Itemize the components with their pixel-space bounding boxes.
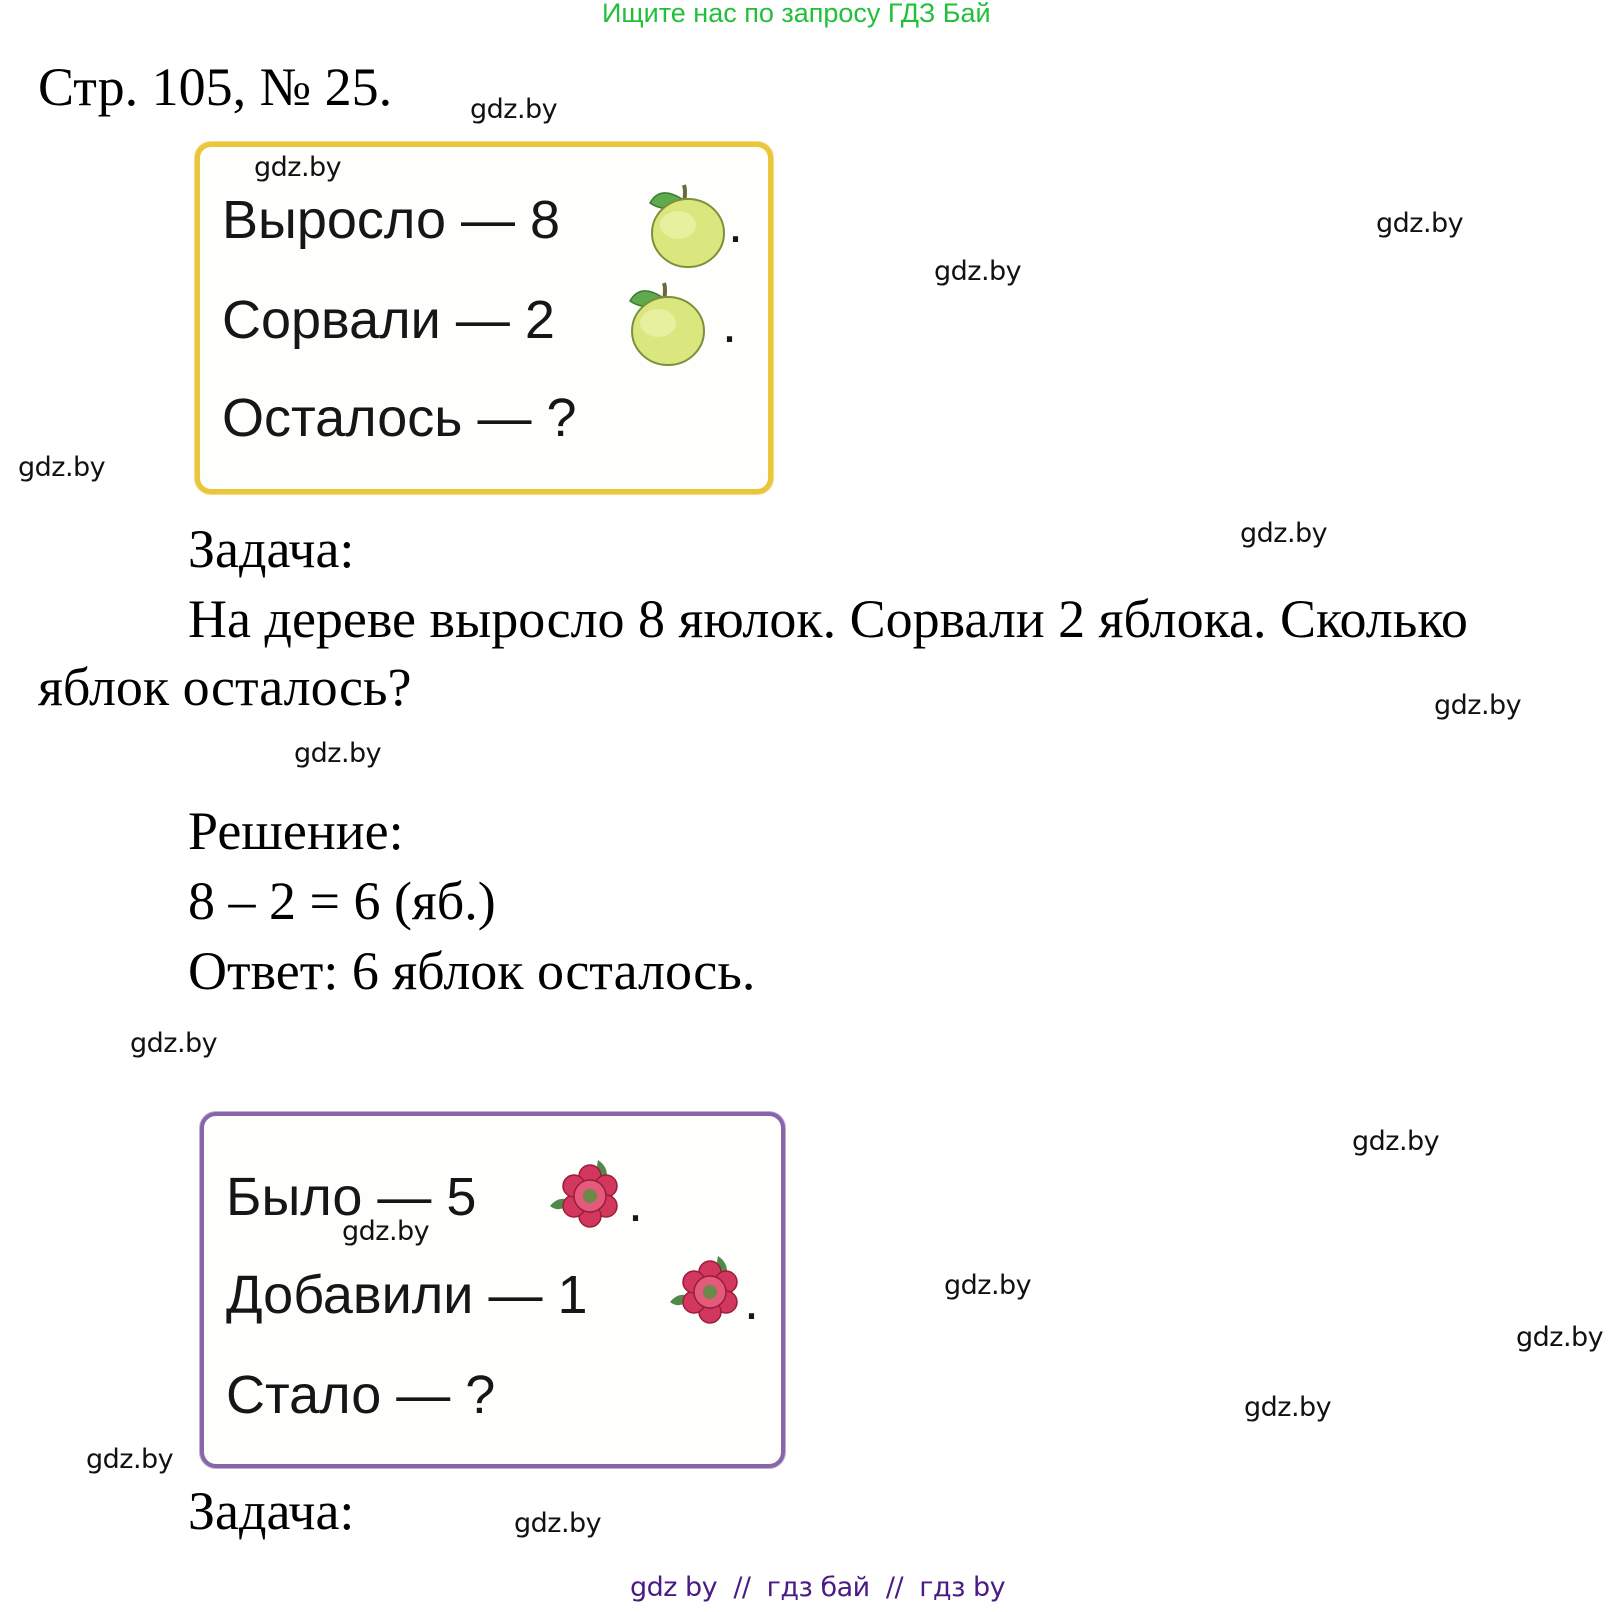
solution-label: Решение: [188,801,404,861]
task1-illustration-card: Выросло — 8 . Сорвали — 2 . Осталось — ? [195,142,773,494]
watermark: gdz.by [514,1508,602,1539]
card-line-became: Стало — ? [226,1365,496,1425]
watermark: gdz.by [1240,518,1328,549]
card-line-picked: Сорвали — 2 [222,290,555,350]
card-line-was: Было — 5 [226,1167,477,1227]
task-text: На дереве выросло 8 яюлок. Сорвали 2 ябл… [188,589,1468,649]
solution-expression: 8 – 2 = 6 (яб.) [188,871,496,931]
watermark: gdz.by [934,256,1022,287]
card-line-added: Добавили — 1 [226,1265,588,1325]
task-label: Задача: [188,1481,355,1541]
watermark: gdz.by [294,738,382,769]
flower-icon [670,1256,738,1324]
apple-icon [649,184,725,268]
watermark: gdz.by [470,94,558,125]
task-label: Задача: [188,519,355,579]
card-line-grew: Выросло — 8 [222,190,561,250]
watermark: gdz.by [1244,1392,1332,1423]
card-line-period: . [744,1271,760,1331]
page-title: Стр. 105, № 25. [38,57,393,117]
card-line-remaining: Осталось — ? [222,388,577,448]
watermark: gdz.by [1376,208,1464,239]
answer-text: Ответ: 6 яблок осталось. [188,941,756,1001]
watermark: gdz.by [130,1028,218,1059]
watermark: gdz.by [342,1216,430,1247]
task2-illustration-card: Было — 5 . Добавили — 1 . Стало — ? [200,1112,785,1468]
flower-icon [550,1160,618,1228]
watermark: gdz.by [1352,1126,1440,1157]
card-line-period: . [722,294,738,354]
watermark: gdz.by [1434,690,1522,721]
search-banner[interactable]: Ищите нас по запросу ГДЗ Бай [602,0,991,28]
footer-links[interactable]: gdz by // гдз бай // гдз by [630,1572,1006,1603]
apple-icon [629,282,705,366]
watermark: gdz.by [254,152,342,183]
card-line-period: . [628,1173,644,1233]
watermark: gdz.by [18,452,106,483]
card-line-period: . [728,194,744,254]
watermark: gdz.by [944,1270,1032,1301]
watermark: gdz.by [86,1444,174,1475]
task-text: яблок осталось? [38,657,412,717]
watermark: gdz.by [1516,1322,1604,1353]
